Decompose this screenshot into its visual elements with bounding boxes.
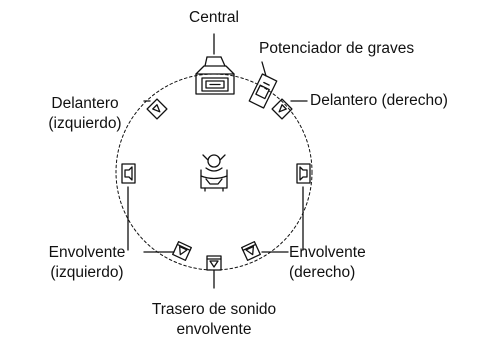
label-surround-right-line2: (derecho) xyxy=(289,264,356,281)
label-surround-left-line2: (izquierdo) xyxy=(50,264,124,281)
label-surround-right-line1: Envolvente xyxy=(289,244,366,261)
surround-back-center-speaker-icon xyxy=(206,255,222,271)
surround-back-left-speaker-icon xyxy=(172,241,192,261)
listening-circle xyxy=(115,73,313,271)
label-surround-right: Envolvente (derecho) xyxy=(289,243,366,283)
label-subwoofer: Potenciador de graves xyxy=(259,40,415,57)
surround-back-right-speaker-icon xyxy=(241,241,261,261)
label-central: Central xyxy=(189,9,239,26)
subwoofer-icon xyxy=(248,73,278,109)
label-front-left-line2: (izquierdo) xyxy=(48,115,122,132)
label-surround-back-line1: Trasero de sonido xyxy=(151,301,277,318)
listener-chair-icon xyxy=(200,154,228,192)
leader-subwoofer xyxy=(261,61,267,77)
label-surround-back-line2: envolvente xyxy=(176,321,252,338)
surround-right-speaker-icon xyxy=(296,163,311,184)
front-left-speaker-icon xyxy=(146,98,168,120)
label-surround-back: Trasero de sonido envolvente xyxy=(134,300,294,340)
label-front-left: Delantero (izquierdo) xyxy=(28,94,142,134)
label-surround-left-line1: Envolvente xyxy=(48,244,126,261)
front-right-speaker-icon xyxy=(271,98,293,120)
surround-left-speaker-icon xyxy=(121,163,136,184)
label-front-left-line1: Delantero xyxy=(51,95,119,112)
label-surround-left: Envolvente (izquierdo) xyxy=(30,243,144,283)
label-front-right: Delantero (derecho) xyxy=(310,92,448,109)
center-speaker-icon xyxy=(195,56,235,95)
